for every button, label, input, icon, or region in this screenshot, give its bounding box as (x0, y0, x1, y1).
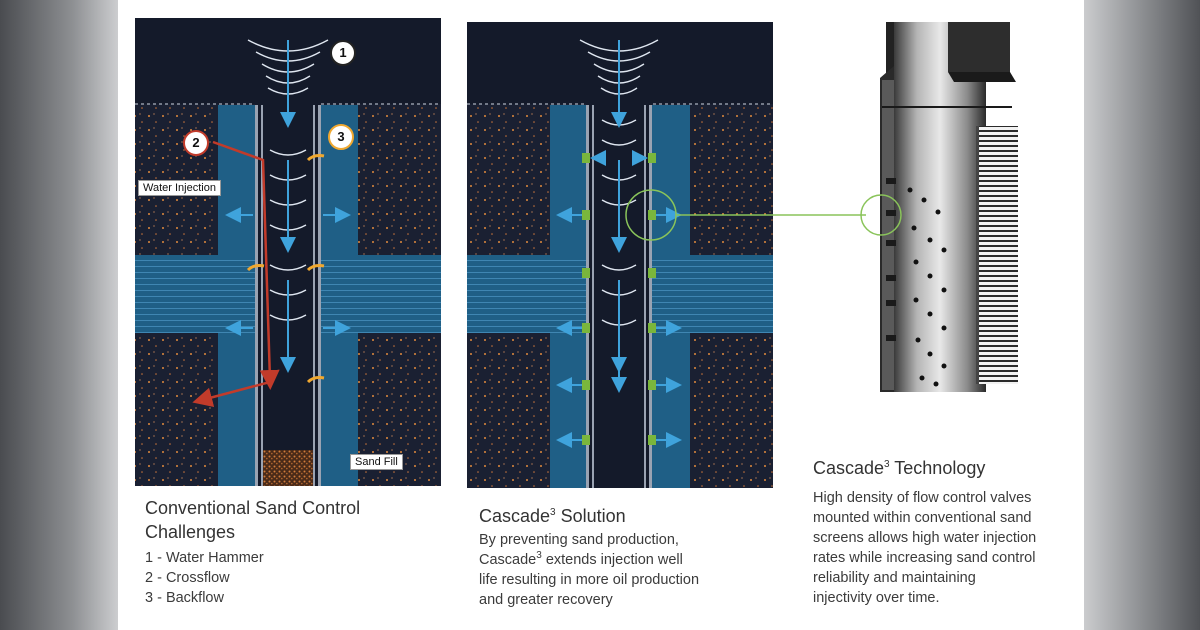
infographic-card: 1 2 3 Water Injection Sand Fill Conventi… (118, 0, 1084, 630)
list-item: 3 - Backflow (145, 590, 224, 606)
callout-backflow: 3 (328, 124, 354, 150)
caption-technology-body: High density of flow control valves moun… (813, 490, 1037, 606)
flow-control-valves (582, 153, 656, 445)
caption-solution: Cascade3 Solution By preventing sand pro… (479, 504, 779, 610)
caption-technology-title: Cascade3 Technology (813, 458, 986, 478)
callout-crossflow: 2 (183, 130, 209, 156)
challenge-list: 1 - Water Hammer 2 - Crossflow 3 - Backf… (145, 548, 435, 608)
well-diagrams (135, 18, 1018, 488)
caption-solution-title: Cascade3 Solution (479, 506, 626, 526)
label-water-injection: Water Injection (138, 180, 221, 196)
caption-conventional: Conventional Sand Control Challenges 1 -… (145, 496, 435, 608)
panel-conventional (135, 18, 441, 486)
list-item: 2 - Crossflow (145, 570, 230, 586)
panel-cascade-technology (860, 22, 1018, 392)
caption-conventional-title: Conventional Sand Control Challenges (145, 498, 361, 542)
label-sand-fill: Sand Fill (350, 454, 403, 470)
list-item: 1 - Water Hammer (145, 550, 264, 566)
panel-cascade-solution (467, 22, 773, 488)
callout-water-hammer: 1 (330, 40, 356, 66)
caption-technology: Cascade3 Technology High density of flow… (813, 456, 1081, 608)
caption-solution-body: By preventing sand production, Cascade3 … (479, 532, 700, 608)
